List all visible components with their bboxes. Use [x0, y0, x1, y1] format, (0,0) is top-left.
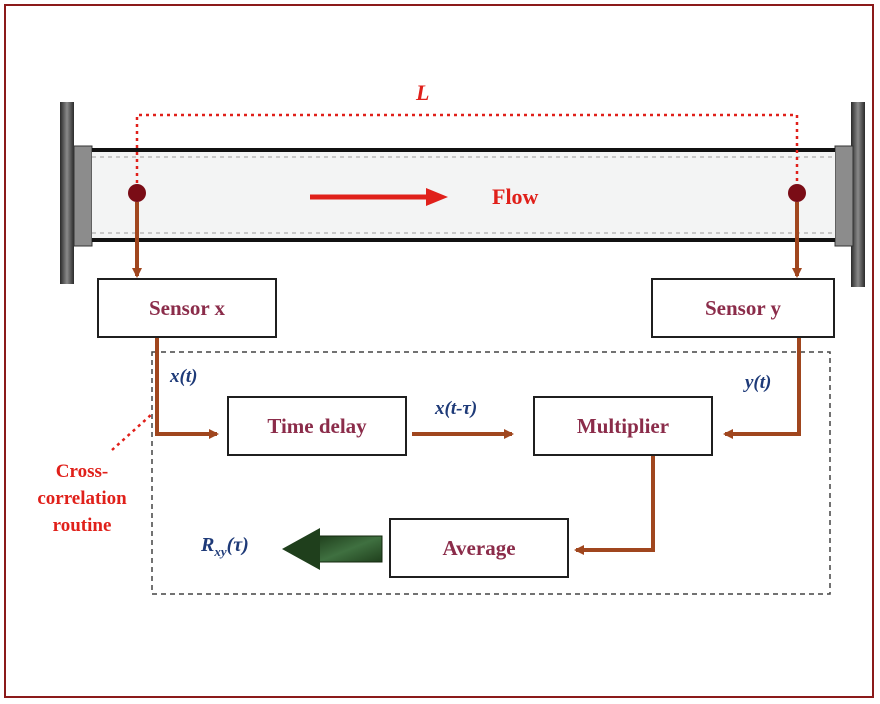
output-main: R: [201, 534, 215, 556]
sensor-x-dot: [128, 184, 146, 202]
signal-delayed-label: x(t-τ): [435, 398, 478, 419]
pipe: [92, 148, 835, 242]
signal-y-path: [723, 338, 801, 439]
length-label: L: [416, 80, 430, 105]
output-arrow: [282, 528, 383, 570]
signal-x-path: [155, 338, 219, 439]
cross-correlation-routine-label: Cross- correlation routine: [30, 458, 134, 539]
sensor-x-box: Sensor x: [97, 278, 277, 338]
routine-label-line: Cross-: [55, 461, 109, 482]
routine-label-line: correlation: [37, 488, 127, 509]
multiplier-box: Multiplier: [533, 396, 713, 456]
cross-correlation-routine-boundary: [151, 351, 831, 595]
time-delay-box: Time delay: [227, 396, 407, 456]
routine-label-line: routine: [52, 515, 112, 536]
multiplier-to-average-path: [574, 456, 655, 555]
average-box: Average: [389, 518, 569, 578]
sensor-y-dot: [788, 184, 806, 202]
output-label: Rxy(τ): [201, 534, 249, 560]
length-dimension-line: [135, 113, 799, 190]
left-flange: [60, 102, 93, 284]
routine-pointer-line: [111, 413, 153, 451]
flow-arrow: [310, 188, 448, 206]
flow-label: Flow: [492, 184, 539, 209]
output-arg: (τ): [226, 534, 249, 556]
outer-frame: [4, 4, 874, 698]
right-flange: [834, 102, 865, 287]
signal-x-label: x(t): [170, 366, 198, 387]
signal-y-label: y(t): [745, 372, 772, 393]
output-subscript: xy: [214, 544, 227, 559]
sensor-y-box: Sensor y: [651, 278, 835, 338]
